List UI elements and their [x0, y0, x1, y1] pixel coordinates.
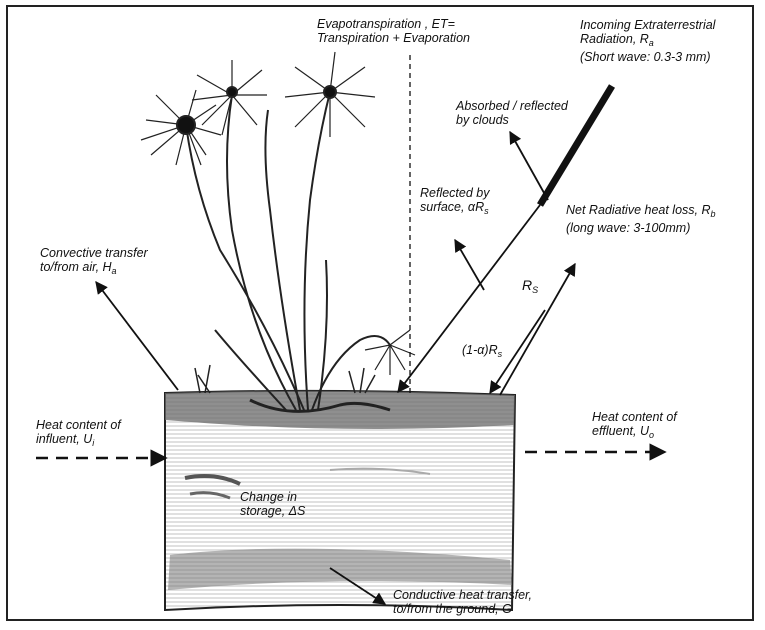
- et-label: Evapotranspiration , ET= Transpiration +…: [317, 17, 470, 45]
- papyrus-plant-icon: [141, 52, 415, 411]
- wetland-soil-block: [165, 391, 515, 610]
- storage-label: Change in storage, ΔS: [240, 490, 305, 518]
- influent-label: Heat content of influent, Ui: [36, 418, 121, 450]
- clouds-label: Absorbed / reflected by clouds: [456, 99, 568, 127]
- net-radiation-label: Net Radiative heat loss, Rb (long wave: …: [566, 203, 716, 235]
- clouds-arrow: [510, 132, 548, 200]
- effluent-label: Heat content of effluent, Uo: [592, 410, 677, 442]
- reflected-surface-label: Reflected by surface, αRs: [420, 186, 489, 218]
- absorbed-radiation-label: (1-α)Rs: [462, 343, 502, 361]
- reflected-surface-arrow: [455, 240, 484, 290]
- convective-arrow: [96, 282, 178, 390]
- convective-label: Convective transfer to/from air, Ha: [40, 246, 148, 278]
- incoming-radiation-label: Incoming Extraterrestrial Radiation, Ra …: [580, 18, 715, 64]
- ground-label: Conductive heat transfer, to/from the gr…: [393, 588, 532, 616]
- rs-label: RS: [522, 278, 538, 297]
